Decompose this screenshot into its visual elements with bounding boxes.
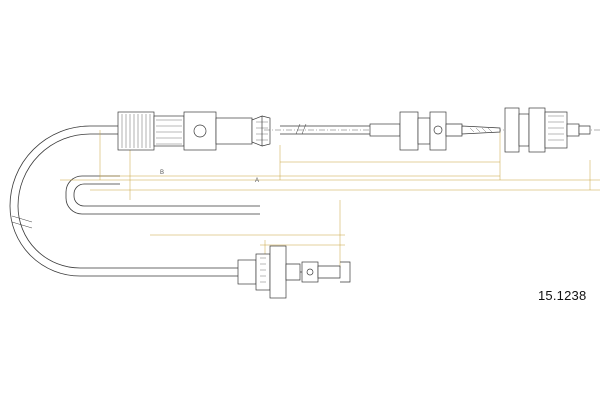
lower-end-fitting xyxy=(150,245,351,299)
cable-inner-loop-2 xyxy=(73,183,260,207)
adjuster-sleeve xyxy=(117,111,271,151)
dimension-label-a: A xyxy=(255,178,259,184)
right-bushing-assembly xyxy=(504,107,591,153)
part-number-label: 15.1238 xyxy=(538,288,587,303)
cable-break-mark xyxy=(295,123,307,135)
cable-inner-loop xyxy=(65,175,260,215)
cable-loop xyxy=(9,125,260,277)
leader-marks xyxy=(11,215,33,229)
dimension-label-b: B xyxy=(160,170,164,176)
cable-inner-top xyxy=(17,133,150,269)
upper-end-fitting xyxy=(369,111,501,151)
cable-outer-top xyxy=(9,125,150,277)
